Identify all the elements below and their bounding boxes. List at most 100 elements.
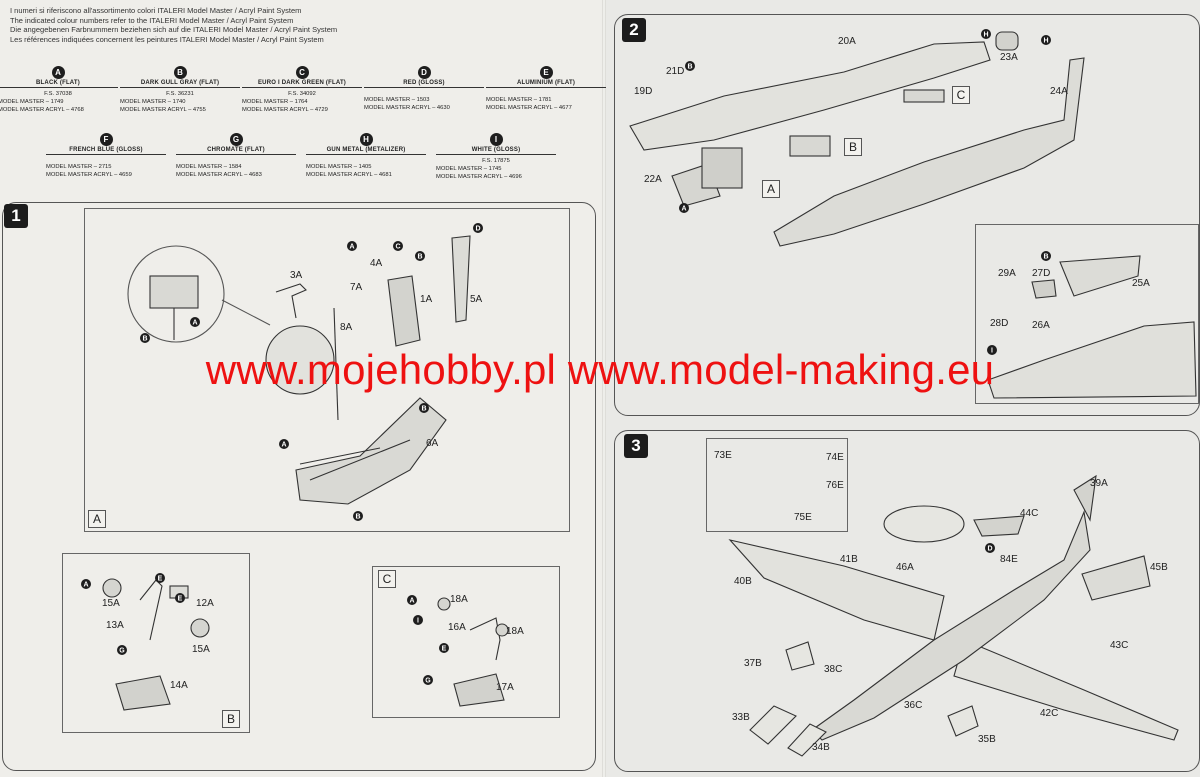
stabilizer-44c [973,515,1025,537]
svg-text:A: A [192,320,197,327]
color-c-badge: C [295,66,309,79]
callout-c-seat: C [393,241,403,251]
callout-d-rail: D [473,223,483,233]
step-2-tag-c: C [952,86,970,104]
color-h: H Gun Metal (Metalizer) Model Master – 1… [306,133,426,179]
page-fold [602,0,606,777]
label-76e: 76E [826,480,844,491]
label-25a: 25A [1132,278,1150,289]
step-1-drawing: 1A 3A 4A 5A 6A 7A 8A 12A 13A 14A 15A 15A… [81,223,524,711]
label-20a: 20A [838,36,856,47]
rod-8a [333,307,339,421]
intro-line-it: I numeri si riferiscono all'assortimento… [10,6,302,15]
label-46a: 46A [896,562,914,573]
callout-h-exhaust-end: H [1041,35,1051,45]
label-18a-top: 18A [450,594,468,605]
label-39a: 39A [1090,478,1108,489]
color-d-name: Red (Gloss) [364,80,484,88]
intro-line-fr: Les références indiquées concernent les … [10,34,324,44]
color-g-badge: G [229,133,243,146]
step-2-inset-box [975,224,1199,404]
step-1-frame [2,202,596,771]
color-e-mm: Model Master – 1781 [486,97,552,103]
callout-b-panel: B [140,333,150,343]
fin-39a [1073,474,1097,522]
color-a-mm: Model Master – 1749 [0,99,64,105]
color-f-mm: Model Master – 2715 [46,164,112,170]
fuselage-step3 [811,509,1091,741]
color-i-name: White (Gloss) [436,147,556,155]
svg-text:A: A [681,206,686,213]
color-h-mm: Model Master – 1405 [306,164,372,170]
svg-text:G: G [119,648,125,655]
svg-text:D: D [475,226,480,233]
callout-a-stick: A [347,241,357,251]
pod-74e [883,505,965,543]
fuselage-inset [987,321,1197,399]
label-73e: 73E [714,450,732,461]
label-14a: 14A [170,680,188,691]
label-75e: 75E [794,512,812,523]
color-h-badge: H [359,133,373,146]
subassembly-b-box [62,553,250,733]
fuselage-half-24a [773,57,1085,247]
panel-inset-circle [127,245,225,343]
callout-b-step2: B [685,61,695,71]
label-41b: 41B [840,554,858,565]
wheel-18a-right [495,623,509,637]
gear-assembly-b [789,135,831,157]
color-e-acryl: Model Master Acryl – 4677 [486,105,572,111]
callout-b-tub-bottom: B [353,511,363,521]
svg-text:A: A [83,582,88,589]
color-f-name: French Blue (Gloss) [46,147,166,155]
callout-b-tub: B [419,403,429,413]
label-6a: 6A [426,438,439,449]
label-12a: 12A [196,598,214,609]
svg-text:H: H [1043,38,1048,45]
stick-3a [275,283,307,319]
svg-text:D: D [987,546,992,553]
label-28d: 28D [990,318,1008,329]
color-a-acryl: Model Master Acryl – 4768 [0,107,84,113]
label-18a-right: 18A [506,626,524,637]
label-43c: 43C [1110,640,1128,651]
svg-text:H: H [983,32,988,39]
panel-37b [785,641,815,671]
gear-stand-17a [453,673,505,707]
color-b: B Dark Gull Gray (Flat) F.S. 36231 Model… [120,66,240,114]
label-84e: 84E [1000,554,1018,565]
label-35b: 35B [978,734,996,745]
color-b-badge: B [173,66,187,79]
inset-leader [221,299,271,326]
color-c-acryl: Model Master Acryl – 4729 [242,107,328,113]
label-29a: 29A [998,268,1016,279]
color-i-acryl: Model Master Acryl – 4696 [436,174,522,180]
label-34b: 34B [812,742,830,753]
svg-text:G: G [425,678,431,685]
paint-intro: I numeri si riferiscono all'assortimento… [10,6,430,44]
steps-2-3-drawing: 19D 20A 21D 22A 23A 24A 25A 26A 27D 28D … [629,29,1197,757]
color-c-fs: F.S. 34092 [288,91,316,97]
cockpit-assembly-a [701,147,743,189]
label-33b: 33B [732,712,750,723]
label-15a-right: 15A [192,644,210,655]
label-21d: 21D [666,66,684,77]
wing-42c-43c [953,639,1179,741]
callout-e-door: E [175,593,185,603]
label-13a: 13A [106,620,124,631]
svg-text:A: A [409,598,414,605]
svg-text:E: E [442,646,447,653]
color-i: I White (Gloss) F.S. 17875 Model Master … [436,133,556,181]
wheel-15a-left [102,578,122,598]
part-25a [1059,255,1141,297]
label-3a: 3A [290,270,303,281]
color-b-name: Dark Gull Gray (Flat) [120,80,240,88]
label-7a: 7A [350,282,363,293]
color-f-acryl: Model Master Acryl – 4659 [46,172,132,178]
subassembly-b-tag: B [222,710,240,728]
gear-stand-14a [115,675,171,711]
color-f-badge: F [99,133,113,146]
intro-line-de: Die angegebenen Farbnummern beziehen sic… [10,25,338,34]
step-3-number: 3 [624,434,648,458]
svg-text:B: B [355,514,360,521]
